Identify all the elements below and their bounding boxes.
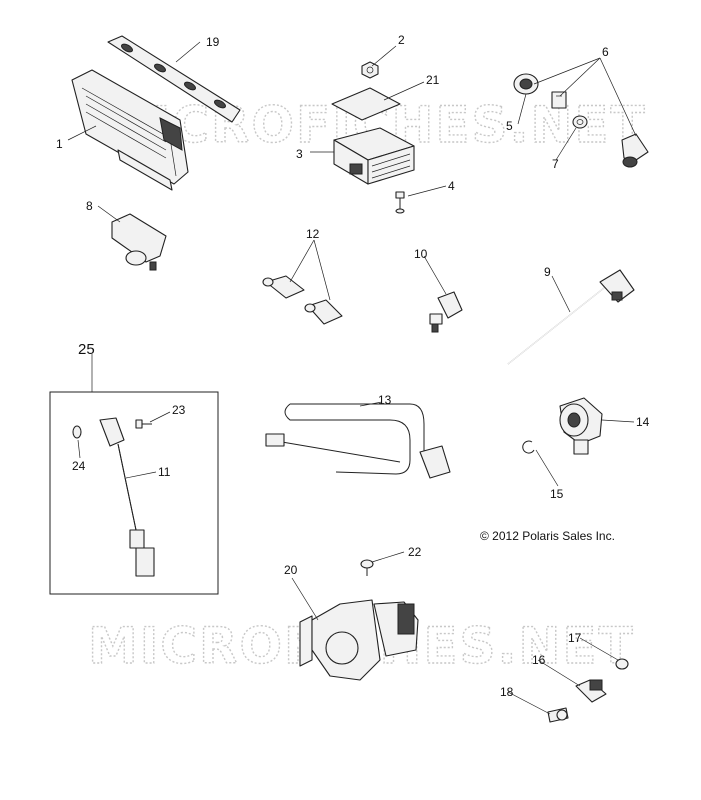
part-15-clip: [522, 440, 535, 454]
part-8-map-sensor: [111, 213, 167, 271]
callout-8: 8: [86, 199, 93, 213]
callout-23: 23: [172, 403, 186, 417]
part-5-grommet: [513, 73, 539, 95]
callout-5: 5: [506, 119, 513, 133]
callout-24: 24: [72, 459, 86, 473]
part-6-sensor: [621, 133, 649, 168]
callout-20: 20: [284, 563, 298, 577]
callout-7: 7: [552, 157, 559, 171]
part-17-oring: [615, 658, 629, 670]
part-14-knock-sensor: [559, 397, 603, 455]
callout-25: 25: [78, 341, 95, 358]
callout-22: 22: [408, 545, 422, 559]
part-20-valve: [299, 599, 419, 681]
callout-14: 14: [636, 415, 650, 429]
part-16-sensor: [575, 679, 607, 703]
part-24-oring: [72, 425, 82, 439]
callout-6: 6: [602, 45, 609, 59]
part-25-kit-box: [49, 391, 219, 595]
part-13-harness: [265, 403, 451, 479]
callout-19: 19: [206, 35, 220, 49]
callout-15: 15: [550, 487, 564, 501]
part-19-bracket: [107, 35, 241, 123]
leader-lines: [67, 41, 637, 715]
part-2-nut: [361, 61, 379, 79]
callout-1: 1: [56, 137, 63, 151]
callout-11: 11: [158, 465, 171, 479]
part-18-bolt: [547, 707, 569, 723]
callout-13: 13: [378, 393, 392, 407]
part-9-probe-sensor: [507, 269, 635, 365]
callout-21: 21: [426, 73, 440, 87]
part-11-sensor-cable: [99, 417, 155, 577]
callout-16: 16: [532, 653, 546, 667]
callout-labels: 19 2 21 3 4 6 5 7 1 8 12 10 9 25 23 24 1…: [56, 33, 650, 699]
part-12-pins: [262, 275, 343, 325]
callout-12: 12: [306, 227, 320, 241]
copyright-text: © 2012 Polaris Sales Inc.: [480, 529, 615, 543]
callout-10: 10: [414, 247, 428, 261]
callout-2: 2: [398, 33, 405, 47]
callout-9: 9: [544, 265, 551, 279]
callout-18: 18: [500, 685, 514, 699]
part-21-plate: [331, 87, 401, 121]
callout-4: 4: [448, 179, 455, 193]
part-6-clip: [551, 91, 567, 109]
part-7-washer: [572, 115, 588, 129]
callout-17: 17: [568, 631, 582, 645]
part-10-temp-sensor: [429, 291, 463, 333]
part-22-screw: [360, 559, 374, 576]
callout-3: 3: [296, 147, 303, 161]
part-23-screw: [135, 419, 152, 429]
part-1-ecu: [71, 69, 189, 191]
part-3-relay-box: [333, 127, 415, 185]
part-4-bolt: [395, 191, 405, 214]
